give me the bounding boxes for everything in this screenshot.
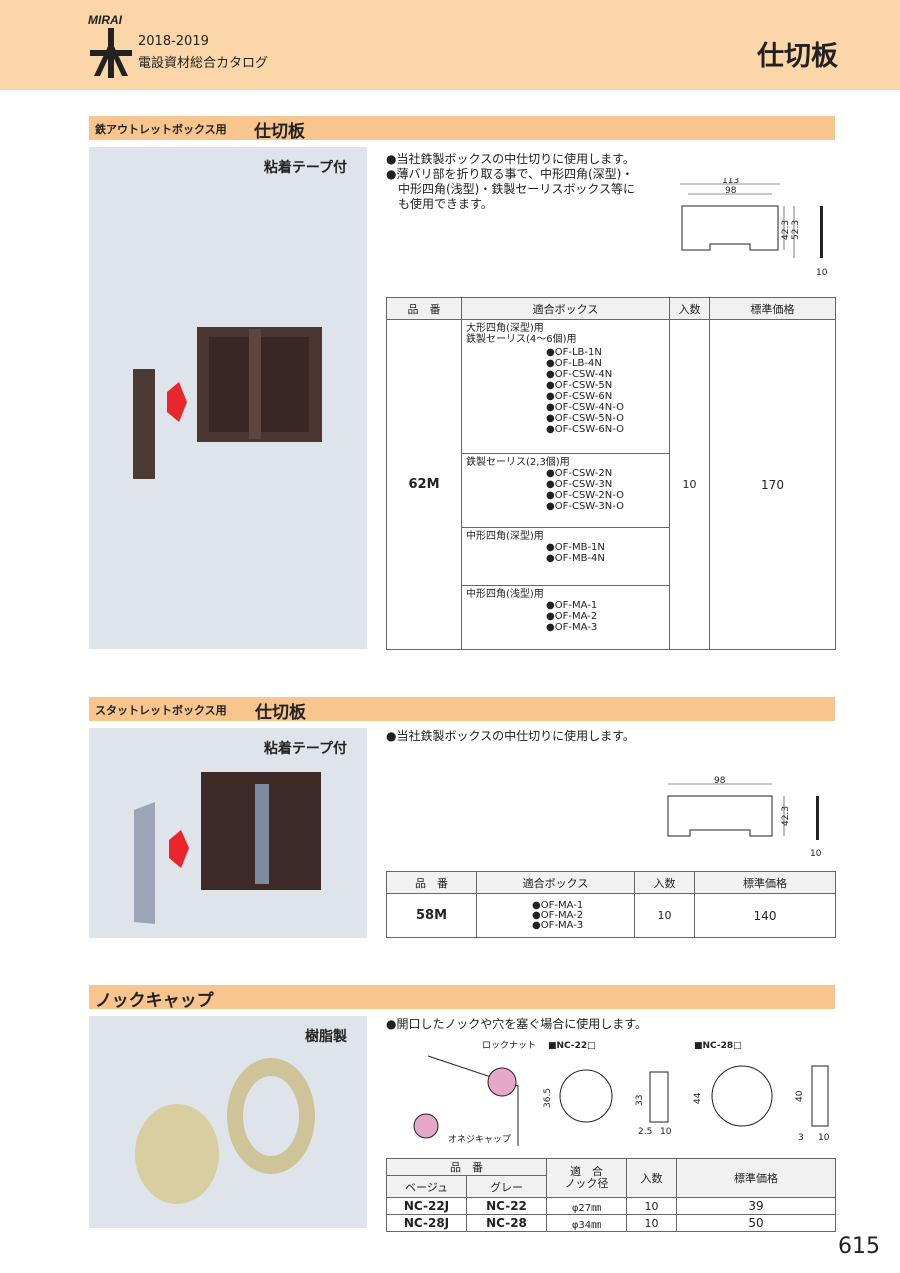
svg-text:ロックナット: ロックナット <box>482 1040 536 1051</box>
knock-cap-image <box>135 1058 315 1204</box>
section-3-dimension-drawings: ロックナット オネジキャップ ■NC-22□ 36.5 33 2.5 10 ■N… <box>413 1040 830 1146</box>
section-1-bar: 鉄アウトレットボックス用 仕切板 <box>89 116 835 142</box>
catalog-title: 電設資材総合カタログ <box>138 56 269 71</box>
svg-text:33: 33 <box>635 1095 645 1106</box>
section-1-title: 仕切板 <box>254 122 305 142</box>
section-3-bar: ノックキャップ <box>89 985 835 1011</box>
svg-text:3: 3 <box>798 1133 804 1143</box>
section-3-title: ノックキャップ <box>95 991 214 1011</box>
section-1-label: 鉄アウトレットボックス用 <box>95 123 227 136</box>
section-2-table: 品 番 適合ボックス 入数 標準価格 58M ●OF-MA-1●OF-MA-2●… <box>386 871 836 938</box>
resin-note: 樹脂製 <box>305 1029 347 1045</box>
section-2-bar: スタットレットボックス用 仕切板 <box>89 697 835 723</box>
svg-text:40: 40 <box>795 1090 805 1102</box>
section-3-description: ●開口したノックや穴を塞ぐ場合に使用します。 <box>386 1017 648 1031</box>
section-1-table: 品 番 適合ボックス 入数 標準価格 62M 大形四角(深型)用 鉄製セーリス(… <box>386 297 836 650</box>
svg-text:10: 10 <box>810 849 822 859</box>
section-2-photo: 粘着テープ付 <box>89 728 367 938</box>
section-1-dimension-drawing: 113 98 42.3 52.3 10 <box>680 178 828 278</box>
svg-text:98: 98 <box>725 186 737 196</box>
svg-text:36.5: 36.5 <box>543 1088 553 1108</box>
adhesive-tape-note: 粘着テープ付 <box>263 741 347 757</box>
box-group: 鉄製セーリス(2,3個)用 ●OF-CSW-2N●OF-CSW-3N●OF-CS… <box>461 453 670 528</box>
section-1-description: ●当社鉄製ボックスの中仕切りに使用します。 ●薄バリ部を折り取る事で、中形四角(… <box>386 152 636 211</box>
section-3-table: 品 番 適 合ノック径 入数 標準価格 ベージュ グレー NC-22J NC-2… <box>386 1158 836 1232</box>
section-2-description: ●当社鉄製ボックスの中仕切りに使用します。 <box>386 729 635 743</box>
svg-text:44: 44 <box>693 1092 703 1104</box>
svg-text:113: 113 <box>722 178 739 186</box>
svg-text:オネジキャップ: オネジキャップ <box>448 1134 511 1145</box>
mirai-logo-icon: MIRAI <box>88 13 132 78</box>
svg-text:10: 10 <box>818 1133 830 1143</box>
box-group: 大形四角(深型)用 鉄製セーリス(4〜6個)用 ●OF-LB-1N●OF-LB-… <box>461 319 670 454</box>
section-2-title: 仕切板 <box>255 703 306 723</box>
svg-text:■NC-22□: ■NC-22□ <box>548 1041 596 1051</box>
stat-box-image <box>134 772 321 924</box>
svg-text:2.5: 2.5 <box>638 1127 652 1137</box>
adhesive-tape-note: 粘着テープ付 <box>263 160 347 176</box>
box-group: 中形四角(浅型)用 ●OF-MA-1●OF-MA-2●OF-MA-3 <box>461 585 670 650</box>
arrow-icon <box>169 830 189 868</box>
outlet-box-image <box>133 327 322 479</box>
svg-text:10: 10 <box>660 1127 672 1137</box>
product-code: 62M <box>386 319 462 650</box>
section-2-label: スタットレットボックス用 <box>95 704 227 717</box>
svg-text:52.3: 52.3 <box>791 220 801 240</box>
svg-text:MIRAI: MIRAI <box>88 13 123 27</box>
svg-text:■NC-28□: ■NC-28□ <box>694 1041 742 1051</box>
svg-text:10: 10 <box>816 268 828 278</box>
svg-text:42.3: 42.3 <box>781 220 791 240</box>
page-number: 615 <box>838 1234 880 1259</box>
section-3-photo: 樹脂製 <box>89 1016 367 1228</box>
svg-text:98: 98 <box>714 776 726 786</box>
arrow-icon <box>167 382 187 422</box>
page-header: MIRAI 2018-2019 電設資材総合カタログ 仕切板 <box>0 0 900 90</box>
page-title: 仕切板 <box>757 41 838 72</box>
box-group: 中形四角(深型)用 ●OF-MB-1N●OF-MB-4N <box>461 527 670 586</box>
catalog-year: 2018-2019 <box>138 34 209 49</box>
svg-text:42.3: 42.3 <box>781 806 791 826</box>
section-2-dimension-drawing: 98 42.3 10 <box>667 776 822 859</box>
section-1-photo: 粘着テープ付 <box>89 147 367 649</box>
